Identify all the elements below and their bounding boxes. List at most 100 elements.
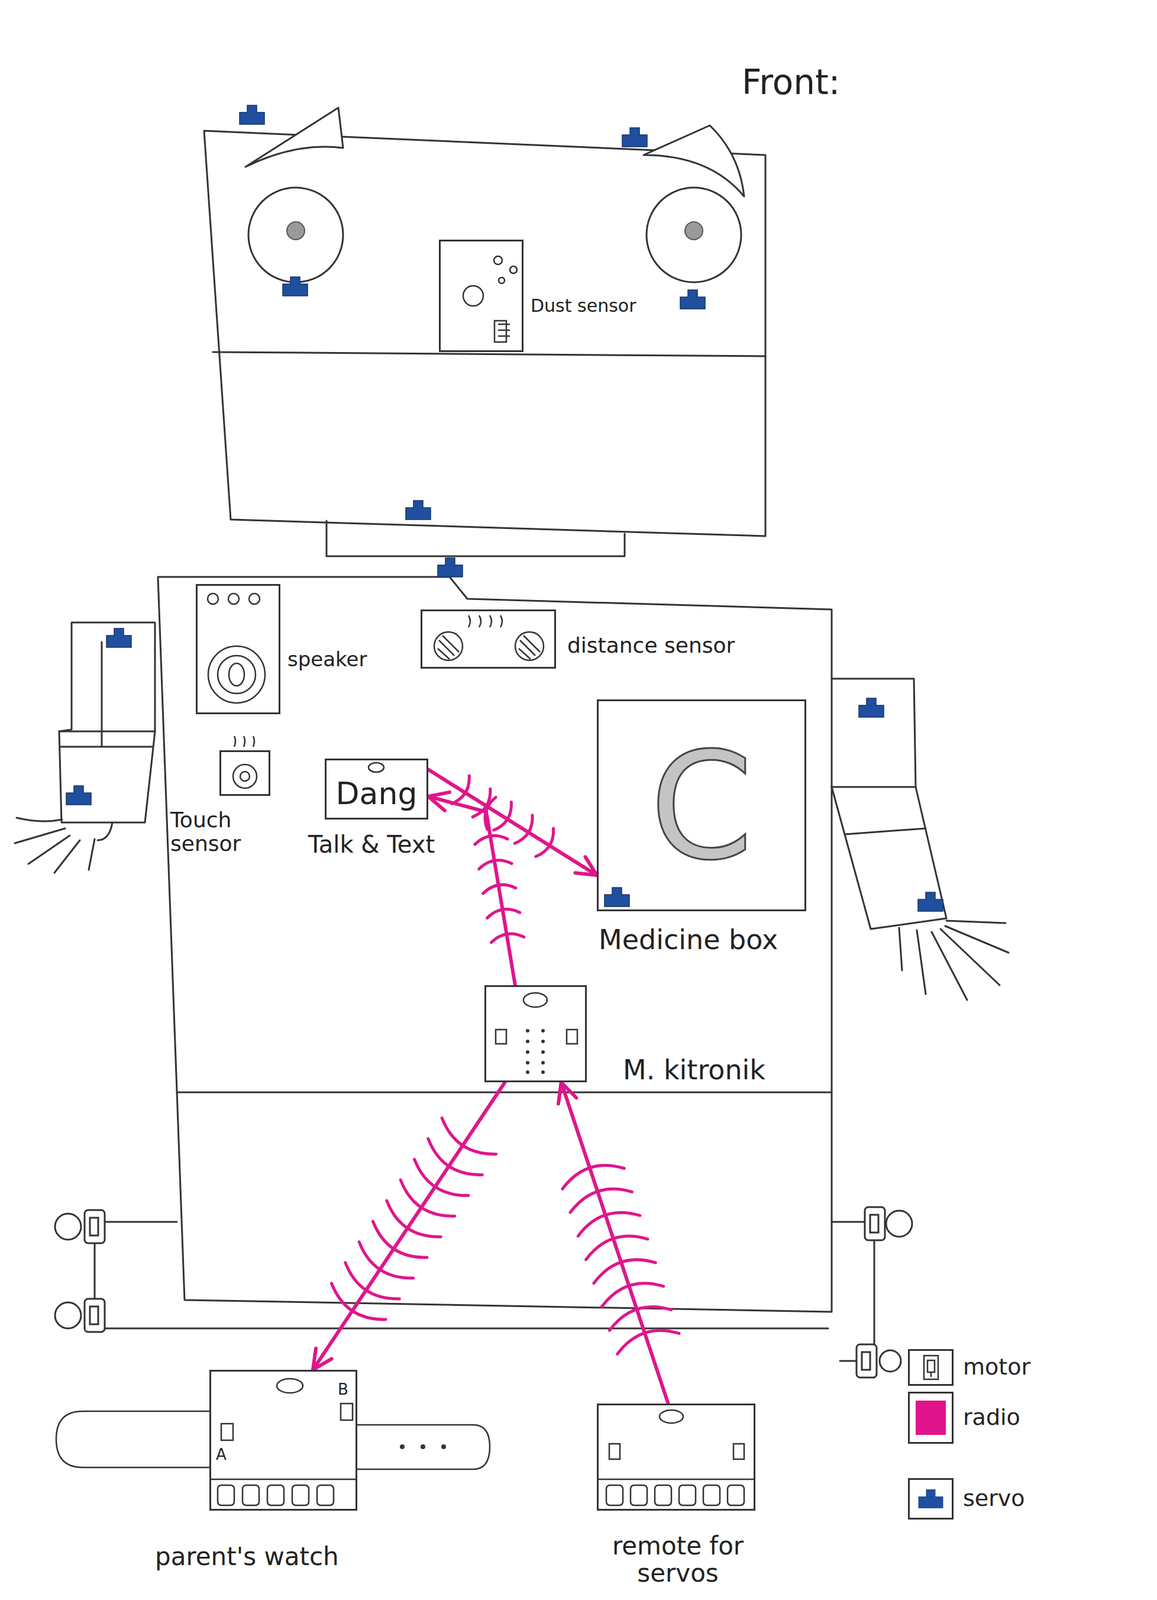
motor-symbol: [55, 1206, 913, 1378]
remote-box: remote for servos: [596, 1403, 756, 1511]
touch-sensor-box: Touch sensor: [219, 750, 271, 796]
robot-arm: [14, 817, 113, 873]
component-text: Dang: [326, 776, 427, 811]
radio-arrow: [312, 1081, 506, 1370]
sensor-detail: [207, 593, 219, 604]
dust-sensor-box: Dust sensor: [438, 239, 524, 352]
watch-box: ABparent's watch: [209, 1369, 358, 1511]
wheel-frame: [831, 1221, 875, 1378]
sensor-detail: [217, 655, 256, 694]
microbit-board: [357, 1424, 490, 1469]
servo-symbol: [106, 628, 132, 648]
robot-body: [157, 576, 832, 1312]
microbit-board: [221, 1423, 234, 1440]
servo-symbol: [622, 127, 648, 147]
board-dot: [441, 1443, 447, 1449]
sensor-detail: [234, 735, 255, 747]
sensor-detail: [240, 771, 250, 781]
robot-pupil: [286, 221, 305, 240]
motor-symbol: [84, 1298, 105, 1332]
robot-head: [643, 125, 745, 197]
robot-arm: [59, 641, 155, 747]
microbit-board: [609, 1443, 620, 1459]
microbit-board: [703, 1484, 720, 1505]
robot-arm: [59, 622, 155, 823]
radio-arrow: [561, 1081, 669, 1404]
board-dot: [525, 1070, 530, 1074]
microbit-board: [267, 1484, 284, 1505]
microbit-board: [606, 1484, 623, 1505]
robot-pupil: [286, 221, 703, 240]
legend-label: radio: [962, 1404, 1021, 1430]
radio-arrow: [428, 769, 597, 876]
legend-swatch: [907, 1477, 954, 1520]
microbit-board: [56, 1410, 210, 1467]
component-label: Talk & Text: [308, 831, 435, 858]
motor-symbol: [89, 1217, 99, 1236]
microbit-board: [596, 1478, 756, 1480]
sensor-detail: [228, 593, 239, 604]
motor-symbol: [84, 1209, 105, 1243]
sensor-detail: [498, 324, 510, 336]
board-dot: [399, 1028, 545, 1449]
robot-arm: [14, 622, 1009, 1000]
board-dot: [525, 1028, 530, 1033]
board-dot: [541, 1060, 545, 1065]
microbit-board: [495, 1029, 507, 1044]
speaker-box: speaker: [195, 583, 281, 714]
robot-arm: [831, 678, 916, 787]
page-title: Front:: [741, 63, 840, 102]
component-label: remote for servos: [592, 1532, 764, 1587]
component-text: A: [215, 1445, 227, 1463]
robot-head: [326, 520, 625, 557]
component-text: C: [598, 724, 805, 888]
component-label: Medicine box: [598, 924, 778, 955]
component-text: B: [337, 1380, 349, 1398]
sensor-detail: [498, 277, 505, 284]
servo-symbol: [858, 697, 884, 717]
microbit-board: [566, 1029, 578, 1044]
robot-head: [204, 107, 766, 557]
legend-swatch: [907, 1348, 954, 1386]
servo-symbol: [239, 105, 265, 125]
servo-symbol: [405, 500, 431, 520]
robot-body: [176, 1091, 832, 1094]
microbit-board: [654, 1484, 672, 1505]
microbit-board: [276, 1378, 303, 1393]
microbit-board: [317, 1484, 334, 1505]
motor-symbol: [909, 1350, 952, 1384]
motor-symbol: [861, 1351, 871, 1370]
robot-arm: [899, 920, 1009, 1000]
board-dot: [525, 1060, 530, 1065]
board-dot: [525, 1039, 530, 1043]
sensor-detail: [233, 764, 257, 788]
sensor-detail: [207, 256, 544, 788]
microbit-box: M. kitronik: [484, 984, 587, 1082]
microbit-board: [217, 1484, 235, 1505]
motor-symbol: [89, 1306, 99, 1324]
servo-symbol: [918, 892, 943, 911]
phone-box: DangTalk & Text: [324, 758, 429, 820]
robot-head: [204, 130, 766, 536]
robot-head: [248, 187, 344, 283]
microbit-board: [242, 1484, 260, 1505]
motor-symbol: [879, 1349, 901, 1372]
radio-arrow: [428, 796, 516, 985]
motor-symbol: [870, 1214, 879, 1233]
sensor-detail: [437, 635, 541, 659]
motor-symbol: [55, 1301, 82, 1328]
servo-symbol: [66, 785, 92, 805]
component-label: M. kitronik: [622, 1054, 766, 1085]
robot-head: [212, 351, 766, 357]
motor-symbol: [55, 1213, 82, 1240]
board-dot: [399, 1443, 405, 1449]
servo-symbol: [918, 1488, 944, 1508]
wheel-frame: [94, 1221, 875, 1378]
robot-pupil: [684, 221, 703, 240]
board-dot: [541, 1039, 545, 1043]
legend-color: [915, 1400, 946, 1435]
wheel-frame: [94, 1221, 829, 1328]
component-label: speaker: [287, 648, 367, 671]
sensor-detail: [468, 615, 503, 628]
sensor-detail: [509, 266, 517, 274]
